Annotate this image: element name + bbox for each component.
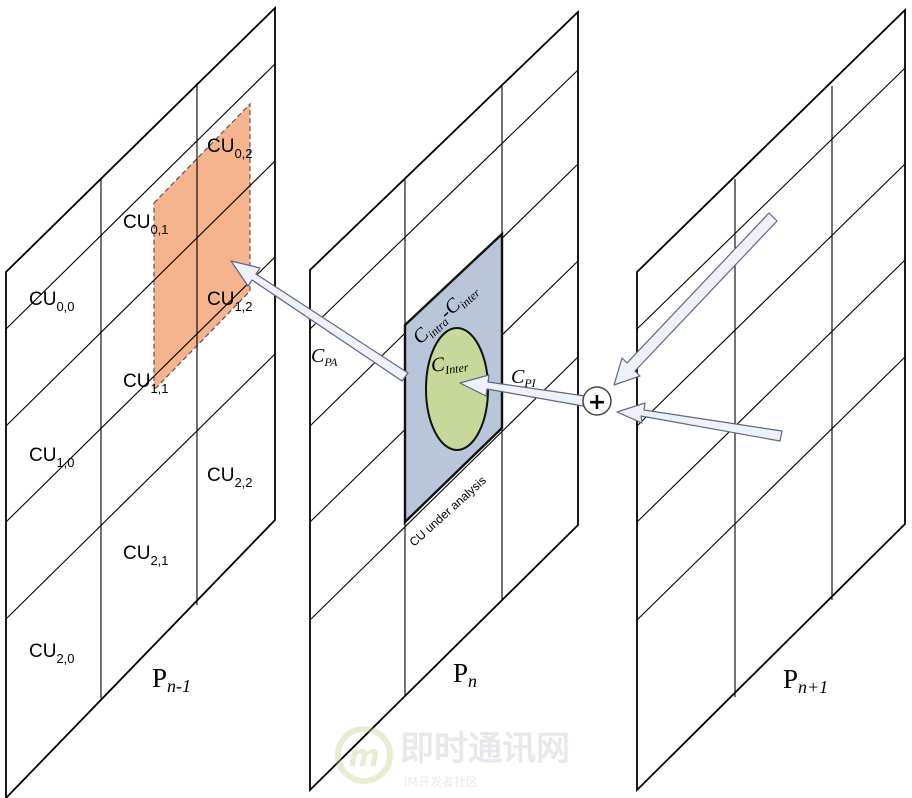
watermark-logo-letter: m xyxy=(348,739,379,774)
inter-label: CInter xyxy=(430,350,470,379)
cu-1-1: CU1,1 xyxy=(123,371,169,396)
plane-label-n-minus-1: Pn-1 xyxy=(152,663,191,696)
cu-0-0: CU0,0 xyxy=(29,289,75,314)
pi-label: CPI xyxy=(511,366,537,390)
plane-n-minus-1: CU0,0 CU0,1 CU0,2 CU1,0 CU1,1 CU1,2 CU2,… xyxy=(5,5,276,798)
cu-1-2: CU1,2 xyxy=(207,289,253,314)
watermark-title: 即时通讯网 xyxy=(400,729,570,769)
sum-node xyxy=(582,386,612,416)
pa-label: CPA xyxy=(311,345,338,369)
highlighted-region xyxy=(153,102,251,392)
watermark: m 即时通讯网 IM开发者社区 xyxy=(335,726,570,789)
arrow-future-upper xyxy=(613,212,778,386)
arrow-pa xyxy=(230,260,409,382)
arrow-future-lower xyxy=(616,402,783,442)
cu-2-2: CU2,2 xyxy=(207,465,253,490)
cu-0-1: CU0,1 xyxy=(123,212,169,237)
plane-label-n-plus-1: Pn+1 xyxy=(783,664,828,697)
plane-label-n: Pn xyxy=(453,658,477,691)
cu-2-0: CU2,0 xyxy=(29,641,75,666)
watermark-logo-icon xyxy=(335,726,393,784)
watermark-subtitle: IM开发者社区 xyxy=(404,774,478,789)
sum-symbol: + xyxy=(588,390,606,415)
cu-1-0: CU1,0 xyxy=(29,445,75,470)
cu-2-1: CU2,1 xyxy=(123,543,169,568)
plane-n: Cintra-Cinter CInter CU under analysis P… xyxy=(309,9,579,793)
arrow-pi xyxy=(459,374,586,407)
arrows: + CPA CPI xyxy=(230,212,783,442)
cu-0-2: CU0,2 xyxy=(207,136,253,161)
plane-n-plus-1: Pn+1 xyxy=(636,7,906,793)
